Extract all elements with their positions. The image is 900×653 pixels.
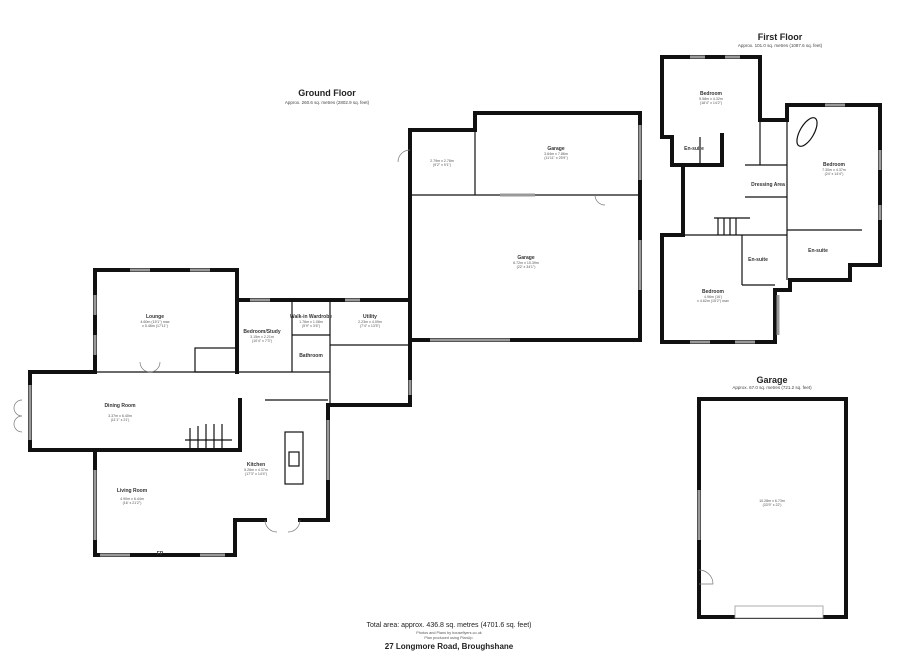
room-label: Bathroom	[299, 353, 323, 359]
room-label: Kitchen	[247, 462, 265, 468]
room-label: 4.90m x 6.44m	[120, 497, 144, 501]
address: 27 Longmore Road, Broughshane	[385, 642, 514, 651]
room-label: En-suite	[684, 146, 704, 152]
room-label: (11'1" x 21')	[111, 418, 130, 422]
room-label: 3.64m x 7.86m	[544, 152, 568, 156]
first-floor-walls	[660, 55, 882, 344]
ground-floor-walls: FP	[13, 111, 642, 557]
room-label: En-suite	[808, 248, 828, 254]
room-label: Bedroom	[823, 162, 846, 168]
room-label: Bedroom	[702, 289, 725, 295]
room-label: Utility	[363, 314, 377, 320]
credit-plan: Plan produced using PlanUp.	[424, 636, 473, 640]
room-label: 6.72m x 10.39m	[513, 261, 539, 265]
room-label: 2.23m x 4.09m	[358, 320, 382, 324]
room-bathroom: Bathroom	[299, 353, 323, 359]
room-label: Garage	[517, 255, 534, 261]
total-area: Total area: approx. 436.8 sq. metres (47…	[367, 622, 532, 629]
room-label: (16' x 21'2")	[123, 501, 142, 505]
room-label: (5'9" x 3'6")	[302, 324, 320, 328]
room-label: (24' x 14'4")	[825, 172, 844, 176]
room-label: 3.15m x 2.21m	[250, 335, 274, 339]
room-label: Lounge	[146, 314, 164, 320]
room-label: x 5.46m (17'11")	[142, 324, 168, 328]
credit-photos: Photos and Plans by houseflyers.co.uk	[416, 631, 482, 635]
room-label: (18'4" x 14'2")	[700, 101, 722, 105]
room-label: Garage	[547, 146, 564, 152]
garage-block: 10.28m x 6.73m (33'9" x 22')	[697, 397, 848, 619]
garage-block-dim1: 10.28m x 6.73m	[759, 499, 785, 503]
room-label: (11'11" x 25'9")	[544, 156, 568, 160]
room-label: Dressing Area	[751, 182, 785, 188]
room-store: 2.79m x 2.78m(9'2" x 9'1")	[430, 159, 454, 167]
fireplace-label: FP	[157, 551, 164, 557]
room-label: (22' x 34'1")	[517, 265, 536, 269]
garage-block-dim2: (33'9" x 22')	[763, 503, 782, 507]
room-label: Walk-in Wardrobe	[290, 314, 332, 320]
room-label: Dining Room	[104, 403, 136, 409]
room-label: (9'2" x 9'1")	[433, 163, 451, 167]
ground-floor-area: Approx. 260.6 sq. metres (2802.9 sq. fee…	[285, 100, 370, 105]
room-label: 3.37m x 6.40m	[108, 414, 132, 418]
room-label: x 4.62m (15'2") max	[697, 299, 729, 303]
room-dining: Dining Room 3.37m x 6.40m(11'1" x 21')	[104, 403, 136, 422]
room-label: Bedroom	[700, 91, 723, 97]
room-label: 5.26m x 4.37m	[244, 468, 268, 472]
first-floor-area: Approx. 101.0 sq. metres (1087.6 sq. fee…	[738, 43, 823, 48]
room-label: 1.76m x 1.08m	[299, 320, 323, 324]
first-floor-title: First Floor	[758, 32, 803, 42]
room-living: Living Room 4.90m x 6.44m(16' x 21'2")	[117, 488, 148, 505]
room-label: Bedroom/Study	[243, 329, 280, 335]
room-dressing: Dressing Area	[751, 182, 785, 188]
room-label: 4.96m (16')	[704, 295, 722, 299]
room-label: (7'4" x 13'5")	[360, 324, 380, 328]
ground-floor-title: Ground Floor	[298, 88, 356, 98]
room-label: 7.30m x 4.37m	[822, 168, 846, 172]
room-ensuite-2: En-suite	[808, 248, 828, 254]
room-label: 5.58m x 4.32m	[699, 97, 723, 101]
room-label: (10'4" x 7'3")	[252, 339, 272, 343]
room-label: 4.60m (15'1") max	[140, 320, 169, 324]
garage-block-title: Garage	[756, 375, 787, 385]
room-ensuite-3: En-suite	[748, 257, 768, 263]
room-ensuite-1: En-suite	[684, 146, 704, 152]
room-label: 2.79m x 2.78m	[430, 159, 454, 163]
room-label: Living Room	[117, 488, 148, 494]
room-label: (17'3" x 14'4")	[245, 472, 267, 476]
garage-block-area: Approx. 67.0 sq. metres (721.2 sq. feet)	[732, 385, 812, 390]
room-label: En-suite	[748, 257, 768, 263]
